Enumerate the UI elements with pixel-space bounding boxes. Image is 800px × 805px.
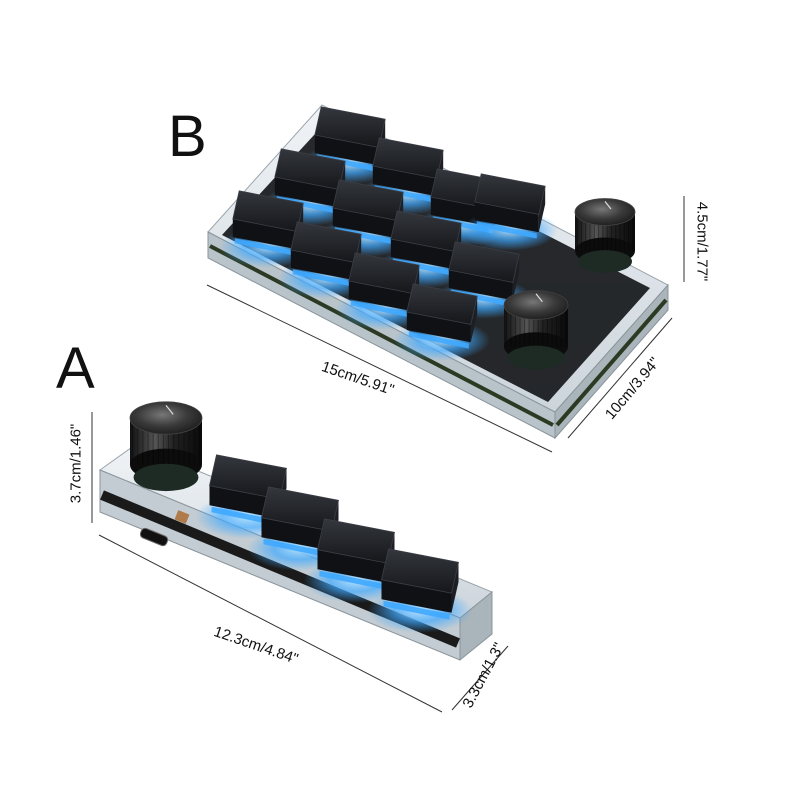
usb-c-port xyxy=(139,527,169,547)
knob-b-1 xyxy=(574,198,636,273)
b-width-line xyxy=(567,317,673,439)
variant-b-label: B xyxy=(168,104,207,169)
keycap-a-2 xyxy=(303,518,409,603)
keycap-b-0-3 xyxy=(462,173,558,251)
led-indicator xyxy=(174,510,190,524)
knob-b-2 xyxy=(503,290,569,370)
a-length-line xyxy=(98,534,443,713)
keypad-b-pcb-edge xyxy=(209,244,554,427)
keycap-b-2-3 xyxy=(394,283,490,361)
b-height-label: 4.5cm/1.77" xyxy=(693,201,711,282)
keypad-b xyxy=(207,104,669,440)
keypad-a xyxy=(98,401,493,662)
keypad-a-right-side xyxy=(459,590,493,662)
b-length-line xyxy=(206,284,553,453)
keycap-a-3 xyxy=(367,548,473,633)
a-width-line xyxy=(451,645,509,711)
a-height-label: 3.7cm/1.46" xyxy=(67,423,85,504)
variant-a-label: A xyxy=(56,336,95,401)
knob-a-1 xyxy=(129,401,203,492)
dimension-lines xyxy=(91,196,685,713)
